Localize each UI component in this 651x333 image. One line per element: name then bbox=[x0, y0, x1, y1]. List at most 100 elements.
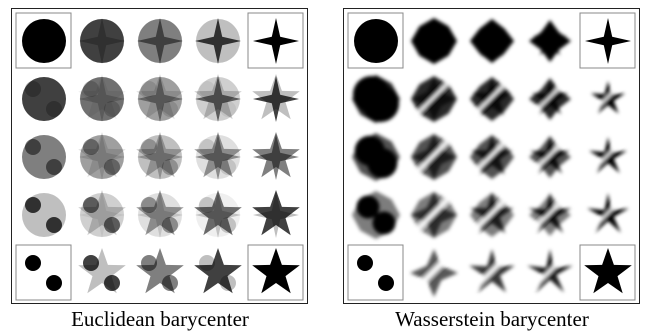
euclidean-cell-r2-c3 bbox=[136, 74, 184, 122]
disk-shape bbox=[80, 19, 124, 63]
two-disks-shape-a bbox=[141, 81, 157, 97]
two-disks-shape-a bbox=[141, 197, 157, 213]
wasserstein-cell-r5-c2 bbox=[410, 249, 458, 297]
input-shape-frame bbox=[247, 12, 304, 69]
four-point-star-shape bbox=[195, 134, 241, 180]
euclidean-cell-r5-c4 bbox=[194, 248, 242, 294]
euclidean-cell-r2-c1 bbox=[22, 77, 66, 121]
two-disks-shape-a bbox=[83, 139, 99, 155]
transported-mass-star bbox=[533, 23, 567, 56]
split-gap bbox=[533, 256, 565, 288]
split-gap bbox=[474, 197, 508, 231]
wasserstein-cell-r3-c4 bbox=[529, 136, 571, 178]
two-disks-shape-b bbox=[162, 159, 178, 175]
two-disks-shape-b bbox=[104, 159, 120, 175]
five-point-star-shape bbox=[252, 190, 300, 236]
split-gap bbox=[416, 139, 450, 173]
two-disks-shape-b bbox=[162, 101, 178, 117]
input-shape-frame bbox=[347, 12, 404, 69]
euclidean-cell-r1-c1 bbox=[22, 19, 66, 63]
five-point-star-shape bbox=[194, 248, 242, 294]
split-gap bbox=[591, 198, 623, 230]
five-point-star-shape bbox=[136, 190, 184, 236]
input-shape-frame bbox=[347, 244, 404, 301]
two-disks-shape-a bbox=[83, 81, 99, 97]
euclidean-cell-r3-c3 bbox=[136, 132, 184, 180]
euclidean-cell-r4-c4 bbox=[194, 190, 242, 238]
five-point-star-shape bbox=[136, 74, 184, 120]
split-gap bbox=[475, 140, 507, 172]
split-gap bbox=[533, 82, 565, 114]
wasserstein-cell-r3-c1 bbox=[352, 133, 400, 181]
four-point-star-shape bbox=[195, 18, 241, 64]
euclidean-cell-r2-c2 bbox=[78, 74, 126, 122]
transported-mass-star bbox=[413, 20, 455, 62]
wasserstein-cell-r4-c1 bbox=[352, 191, 400, 239]
wasserstein-cell-r5-c4 bbox=[527, 249, 573, 293]
split-gap bbox=[417, 82, 449, 114]
wasserstein-cell-r2-c3 bbox=[470, 77, 514, 121]
five-point-star-shape bbox=[194, 132, 242, 178]
four-point-star-shape bbox=[137, 134, 183, 180]
wasserstein-cell-r1-c3 bbox=[470, 19, 514, 63]
transported-mass-star bbox=[473, 22, 511, 57]
disk-shape bbox=[138, 135, 182, 179]
wasserstein-cell-r1-c4 bbox=[529, 20, 571, 62]
transported-mass-star bbox=[412, 77, 456, 121]
two-disks-shape-a bbox=[25, 81, 41, 97]
two-disks-shape-a bbox=[141, 139, 157, 155]
disk-shape bbox=[80, 135, 124, 179]
wasserstein-cell-r1-c1 bbox=[354, 19, 398, 63]
wasserstein-cell-r2-c4 bbox=[529, 78, 571, 120]
two-disks-shape-b bbox=[46, 275, 62, 291]
five-point-star-shape bbox=[136, 248, 184, 294]
wasserstein-cell-r5-c3 bbox=[469, 249, 515, 293]
input-shape-frame bbox=[15, 244, 72, 301]
two-disks-shape-b bbox=[104, 101, 120, 117]
euclidean-cell-r2-c5 bbox=[252, 74, 300, 122]
disk-shape bbox=[80, 77, 124, 121]
two-disks-shape-b bbox=[46, 159, 62, 175]
euclidean-cell-r2-c4 bbox=[194, 74, 242, 122]
disk-shape bbox=[138, 77, 182, 121]
five-point-star-shape bbox=[252, 248, 300, 294]
wasserstein-cell-r4-c5 bbox=[587, 193, 629, 233]
split-mass-b bbox=[362, 85, 400, 123]
five-point-star-shape bbox=[584, 248, 632, 294]
five-point-star-shape bbox=[78, 132, 126, 178]
wasserstein-cell-r2-c1 bbox=[352, 75, 400, 123]
four-point-star-shape bbox=[137, 18, 183, 64]
split-gap bbox=[591, 82, 623, 114]
two-disks-shape-a bbox=[357, 255, 373, 271]
four-point-star-shape bbox=[79, 134, 125, 180]
split-mass-b bbox=[367, 148, 398, 179]
four-point-star-shape bbox=[195, 192, 241, 238]
two-disks-shape-a bbox=[199, 139, 215, 155]
input-shape-frame bbox=[579, 12, 636, 69]
split-gap bbox=[474, 255, 508, 289]
wasserstein-cell-r2-c5 bbox=[590, 81, 626, 114]
euclidean-cell-r4-c3 bbox=[136, 190, 184, 238]
two-disks-shape-b bbox=[162, 217, 178, 233]
euclidean-cell-r3-c5 bbox=[252, 132, 300, 180]
wasserstein-caption: Wasserstein barycenter bbox=[395, 307, 589, 331]
euclidean-cell-r3-c1 bbox=[22, 135, 66, 179]
two-disks-shape-b bbox=[220, 101, 236, 117]
four-point-star-shape bbox=[79, 192, 125, 238]
two-disks-shape-b bbox=[104, 217, 120, 233]
split-gap bbox=[475, 82, 507, 114]
euclidean-cell-r1-c2 bbox=[79, 18, 125, 64]
split-gap bbox=[533, 140, 565, 172]
wasserstein-cell-r4-c2 bbox=[410, 191, 458, 239]
split-gap bbox=[416, 255, 450, 289]
wasserstein-cell-r4-c4 bbox=[528, 192, 572, 236]
two-disks-shape-a bbox=[83, 255, 99, 271]
wasserstein-barycenter-grid bbox=[347, 12, 636, 301]
four-point-star-shape bbox=[79, 18, 125, 64]
four-point-star-shape bbox=[137, 192, 183, 238]
two-disks-shape-a bbox=[25, 197, 41, 213]
euclidean-cell-r4-c5 bbox=[252, 190, 300, 238]
wasserstein-cell-r3-c2 bbox=[411, 134, 457, 180]
input-shape-frame bbox=[579, 244, 636, 301]
input-shape-frame bbox=[247, 244, 304, 301]
